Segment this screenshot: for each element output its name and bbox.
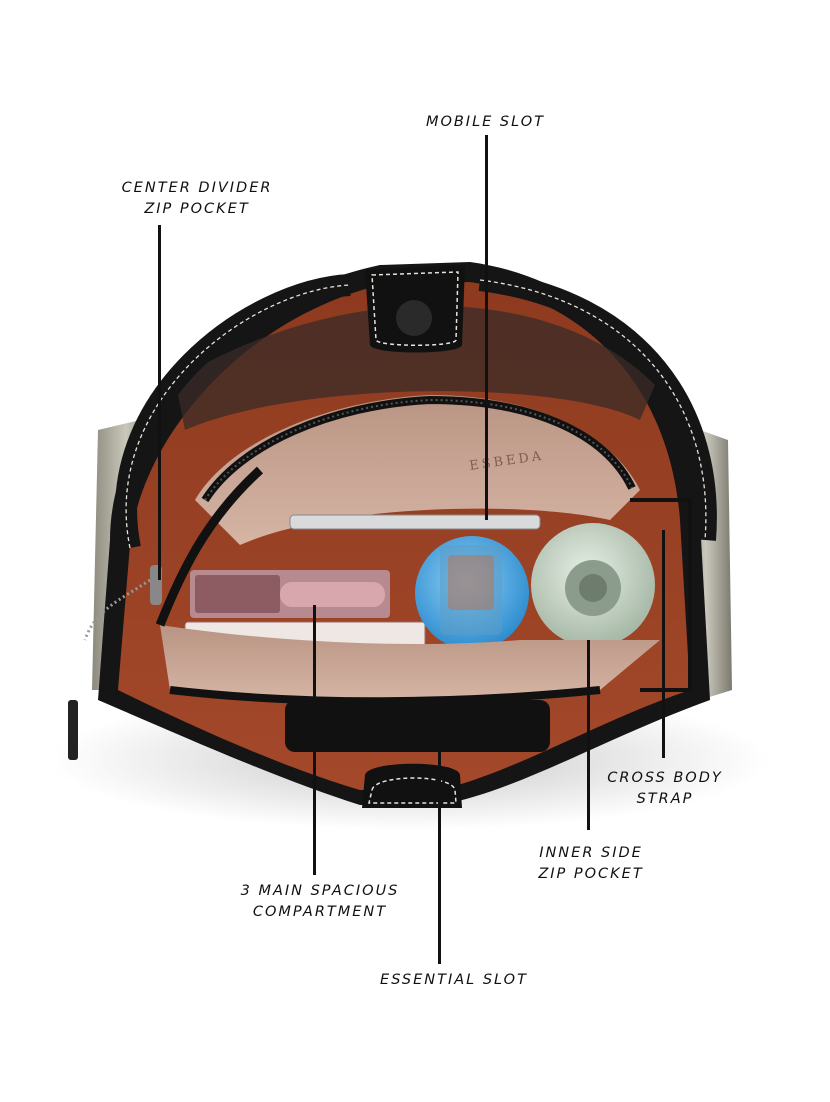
right-handle [478,269,717,541]
callout-essential-slot: ESSENTIAL SLOT [380,972,528,988]
leader-main-compartment [313,605,316,875]
leader-essential-slot [438,714,441,964]
bottom-snap-tab [362,763,462,808]
callout-cross-body-strap: CROSS BODY STRAP [607,770,723,807]
callout-center-divider: CENTER DIVIDER ZIP POCKET [121,180,273,217]
mobile-slot-pocket [195,395,640,545]
leader-mobile-slot [485,135,488,520]
callout-mobile-slot: MOBILE SLOT [425,114,546,130]
inner-side-pocket-edge [630,498,692,692]
leader-center-divider [158,225,161,580]
zip-pull-chain [83,578,151,641]
center-divider-pocket [160,625,660,702]
center-divider-zip [155,466,264,627]
callout-inner-side-pocket: INNER SIDE ZIP POCKET [538,845,644,882]
leader-inner-side-pocket [587,640,590,830]
callout-main-compartment: 3 MAIN SPACIOUS COMPARTMENT [240,883,400,920]
back-pocket-print [175,305,655,430]
zip-puller-tab [68,700,78,760]
phone [289,514,541,530]
essential-pouch [285,700,550,752]
leader-cross-body-strap [662,530,665,758]
